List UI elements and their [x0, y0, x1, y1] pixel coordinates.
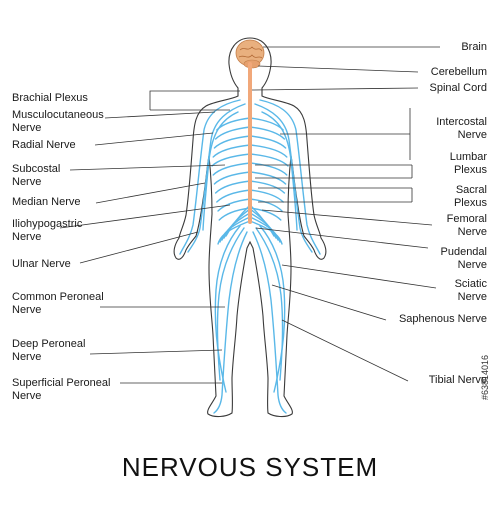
- intercostal-nerve-right-4: [249, 144, 288, 158]
- intercostal-nerve-right-8: [249, 180, 286, 194]
- label-cerebellum: Cerebellum: [430, 66, 487, 78]
- intercostal-nerve-right-7: [249, 171, 287, 185]
- nerve-branch-5: [254, 103, 313, 253]
- leader-subcostal: [69, 164, 226, 171]
- intercostal-nerve-right-2: [249, 126, 286, 140]
- lumbar-branch-left-4: [219, 216, 251, 243]
- lumbar-branch-left-5: [217, 220, 251, 245]
- intercostal-nerve-right-3: [249, 135, 287, 149]
- label-brachial-plexus: Brachial Plexus: [12, 92, 88, 104]
- brain-folds: [238, 46, 263, 59]
- intercostal-nerve-left-8: [214, 180, 251, 194]
- nerve-branch-3: [202, 111, 239, 231]
- label-ulnar-nerve: Ulnar Nerve: [12, 258, 71, 270]
- stock-id-text: #63814016: [480, 354, 490, 400]
- leader-median: [95, 182, 206, 204]
- intercostal-nerve-right-9: [249, 189, 284, 203]
- intercostal-nerve-left-9: [216, 189, 251, 203]
- leader-lumbar-plexus: [255, 164, 413, 179]
- intercostal-nerve-right-5: [249, 153, 289, 167]
- nerve-branch-11: [255, 227, 284, 381]
- nerve-branch-12: [259, 225, 286, 393]
- intercostal-nerve-left-7: [213, 171, 251, 185]
- nerve-branch-2: [187, 103, 246, 253]
- label-tibial-nerve: Tibial Nerve: [428, 374, 487, 386]
- leader-cerebellum: [257, 65, 419, 73]
- lumbar-branch-right-5: [249, 220, 283, 245]
- leader-brachial-plexus: [149, 90, 240, 111]
- intercostal-nerve-left-6: [212, 162, 251, 176]
- label-brain: Brain: [461, 41, 487, 53]
- leader-sacral-plexus: [258, 187, 413, 203]
- nerve-branch-10: [252, 231, 287, 414]
- intercostal-nerve-right-6: [249, 162, 288, 176]
- nerve-branch-1: [179, 99, 241, 255]
- diagram-title: NERVOUS SYSTEM: [121, 452, 379, 482]
- leader-femoral: [261, 209, 433, 226]
- nerve-branch-9: [214, 225, 241, 393]
- intercostal-nerve-left-4: [212, 144, 251, 158]
- leader-intercostal: [280, 108, 411, 160]
- intercostal-nerve-left-2: [214, 126, 251, 140]
- intercostal-nerve-left-5: [211, 153, 251, 167]
- leader-radial: [94, 132, 214, 146]
- leader-ulnar: [79, 231, 199, 264]
- label-saphenous-nerve: Saphenous Nerve: [398, 313, 487, 325]
- label-spinal-cord: Spinal Cord: [429, 82, 487, 94]
- lumbar-branch-right-3: [249, 212, 279, 241]
- intercostal-nerve-left-1: [216, 117, 251, 131]
- leader-sciatic: [281, 264, 437, 289]
- lumbar-branch-left-3: [221, 212, 251, 241]
- leader-saphenous: [271, 284, 387, 321]
- leader-iliohypogastric: [59, 204, 231, 229]
- label-median-nerve: Median Nerve: [12, 196, 81, 208]
- nerve-branch-4: [259, 99, 321, 255]
- leader-musculocutaneous: [104, 111, 216, 119]
- intercostal-nerve-left-3: [213, 135, 251, 149]
- intercostal-nerve-right-10: [249, 198, 283, 212]
- leader-spinal-cord: [251, 87, 419, 91]
- nerve-branch-8: [216, 227, 245, 381]
- leader-pudendal: [255, 227, 429, 249]
- intercostal-nerve-right-1: [249, 117, 284, 131]
- intercostal-nerve-left-10: [217, 198, 251, 212]
- nerve-branch-7: [213, 231, 248, 414]
- label-radial-nerve: Radial Nerve: [12, 139, 76, 151]
- leader-deep-peroneal: [89, 349, 223, 355]
- leader-tibial: [281, 319, 409, 382]
